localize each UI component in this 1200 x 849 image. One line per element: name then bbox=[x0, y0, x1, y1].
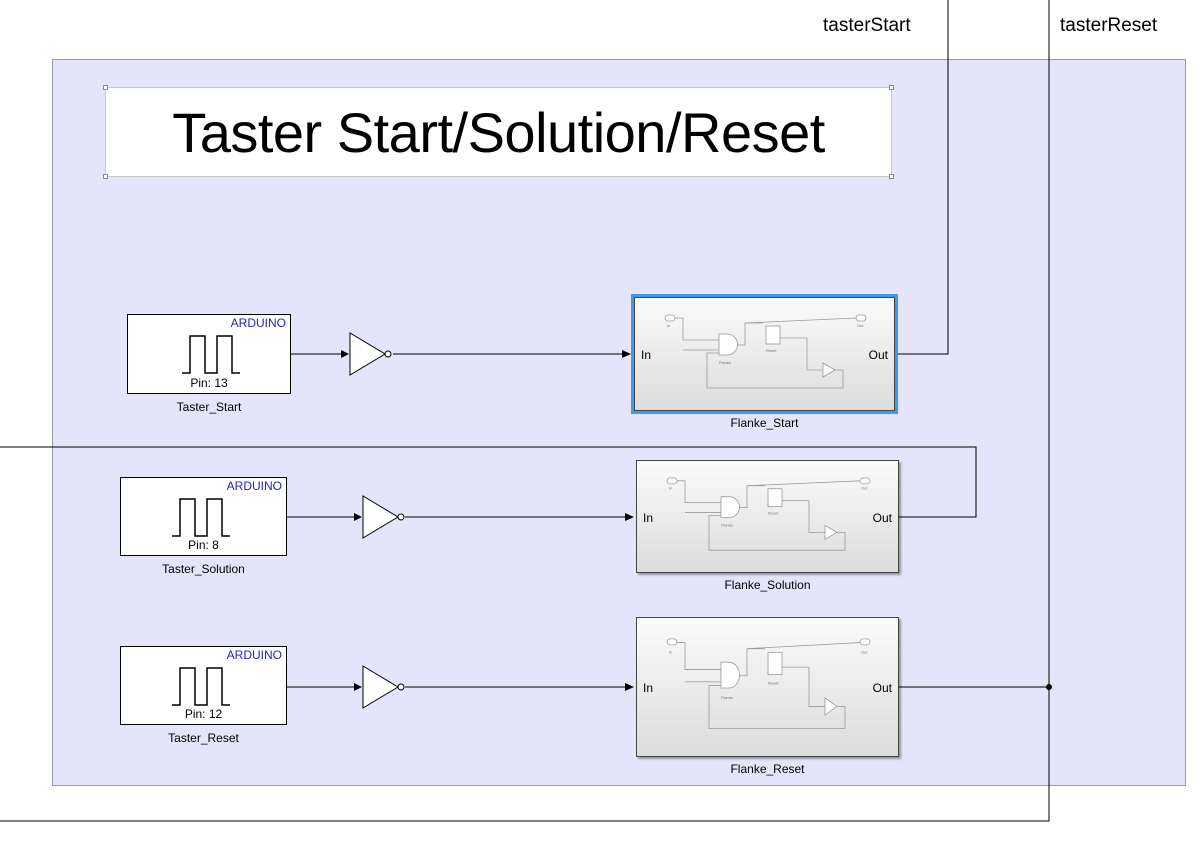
annotation-handle-bottom-left[interactable] bbox=[103, 174, 108, 179]
arrowhead bbox=[354, 513, 362, 521]
svg-text:Out: Out bbox=[861, 486, 868, 491]
brand-label: ARDUINO bbox=[226, 648, 282, 662]
annotation-handle-top-right[interactable] bbox=[889, 85, 894, 90]
input-port-label: In bbox=[643, 681, 654, 695]
svg-text:In: In bbox=[669, 650, 672, 655]
output-port-label: Out bbox=[872, 681, 892, 695]
arrowhead bbox=[625, 513, 634, 521]
annotation-handle-top-left[interactable] bbox=[103, 85, 108, 90]
block-name[interactable]: Flanke_Reset bbox=[730, 762, 805, 776]
not-gate-reset[interactable] bbox=[362, 665, 399, 709]
pin-label: Pin: 13 bbox=[190, 376, 228, 390]
signal-label-tasterReset[interactable]: tasterReset bbox=[1060, 15, 1158, 36]
svg-text:Flanke: Flanke bbox=[721, 695, 734, 700]
signal-line-solution-feedback[interactable] bbox=[0, 446, 977, 518]
input-port-label: In bbox=[643, 511, 654, 525]
signal-label-tasterStart[interactable]: tasterStart bbox=[823, 15, 911, 36]
block-name[interactable]: Flanke_Start bbox=[730, 416, 799, 430]
svg-text:Reset: Reset bbox=[768, 511, 779, 516]
not-gate-start[interactable] bbox=[349, 332, 386, 376]
output-port-label: Out bbox=[872, 511, 892, 525]
block-name[interactable]: Taster_Solution bbox=[162, 562, 245, 576]
svg-text:Out: Out bbox=[857, 323, 864, 328]
block-name[interactable]: Taster_Start bbox=[176, 400, 242, 414]
branch-point bbox=[1046, 684, 1052, 690]
svg-text:Reset: Reset bbox=[766, 348, 777, 353]
pin-label: Pin: 12 bbox=[184, 707, 223, 721]
pulse-icon bbox=[182, 335, 240, 374]
not-gate-solution[interactable] bbox=[362, 495, 399, 539]
output-port-label: Out bbox=[868, 348, 888, 362]
title-annotation[interactable]: Taster Start/Solution/Reset bbox=[105, 87, 892, 177]
signal-line-tasterStart[interactable] bbox=[895, 0, 949, 355]
arrowhead bbox=[341, 350, 349, 358]
pin-label: Pin: 8 bbox=[188, 538, 219, 552]
input-port-label: In bbox=[641, 348, 652, 362]
svg-text:Out: Out bbox=[861, 650, 868, 655]
pulse-icon bbox=[172, 498, 230, 537]
block-name[interactable]: Flanke_Solution bbox=[724, 578, 811, 592]
brand-label: ARDUINO bbox=[230, 316, 286, 330]
annotation-handle-bottom-right[interactable] bbox=[889, 174, 894, 179]
annotation-title: Taster Start/Solution/Reset bbox=[172, 100, 825, 164]
arduino-input-block-start[interactable]: ARDUINO Pin: 13 bbox=[127, 314, 291, 394]
arrowhead bbox=[625, 683, 634, 691]
not-gate-bubble bbox=[397, 513, 405, 521]
arrowhead bbox=[622, 350, 631, 358]
block-name[interactable]: Taster_Reset bbox=[168, 731, 239, 745]
svg-text:In: In bbox=[667, 323, 670, 328]
svg-text:In: In bbox=[669, 486, 672, 491]
arduino-input-block-solution[interactable]: ARDUINO Pin: 8 bbox=[120, 477, 287, 556]
svg-text:Flanke: Flanke bbox=[719, 360, 732, 365]
pulse-icon bbox=[172, 667, 230, 706]
brand-label: ARDUINO bbox=[226, 479, 282, 493]
arrowhead bbox=[354, 683, 362, 691]
not-gate-bubble bbox=[397, 683, 405, 691]
not-gate-bubble bbox=[384, 350, 392, 358]
svg-text:Reset: Reset bbox=[768, 680, 779, 685]
arduino-input-block-reset[interactable]: ARDUINO Pin: 12 bbox=[120, 646, 287, 725]
signal-line-tasterReset[interactable] bbox=[0, 0, 1050, 822]
svg-text:Flanke: Flanke bbox=[721, 522, 734, 527]
